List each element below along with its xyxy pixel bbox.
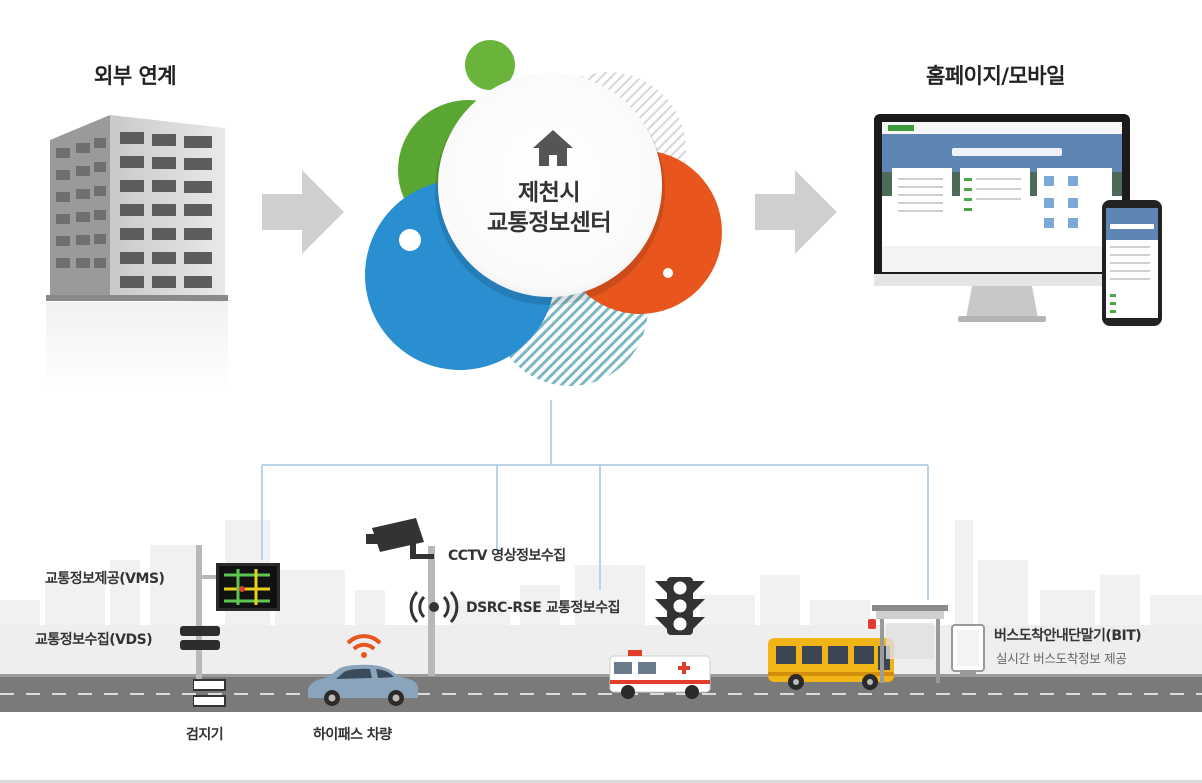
- bus-stop-icon: [868, 605, 948, 683]
- home-icon: [533, 130, 573, 166]
- phone-icon: [1102, 200, 1162, 326]
- center-cluster: [365, 40, 722, 386]
- road-lane-line: [0, 693, 1202, 695]
- car-icon: [308, 664, 419, 706]
- web-mobile-title: 홈페이지/모바일: [926, 64, 1065, 88]
- road-edge: [0, 674, 1202, 677]
- center-title: 제천시 교통정보센터: [440, 178, 658, 238]
- arrow-icon: [262, 170, 344, 254]
- bit-title-label: 버스도착안내단말기(BIT): [994, 628, 1142, 644]
- cctv-camera-icon: [366, 518, 434, 559]
- bit-terminal-icon: [951, 624, 985, 677]
- dsrc-label: DSRC-RSE 교통정보수집: [466, 600, 620, 616]
- detector-label: 검지기: [186, 727, 224, 743]
- wifi-icon: [346, 634, 382, 658]
- hipass-label: 하이패스 차량: [313, 727, 392, 743]
- building-icon: [46, 115, 228, 392]
- center-title-line1: 제천시: [518, 180, 580, 206]
- cctv-label: CCTV 영상정보수집: [448, 548, 566, 564]
- vds-sensor-icon: [180, 626, 220, 650]
- ambulance-icon: [609, 650, 711, 699]
- external-link-title: 외부 연계: [94, 64, 177, 88]
- arrow-icon: [755, 170, 837, 254]
- traffic-light-icon: [655, 577, 705, 635]
- bottom-divider: [0, 780, 1202, 783]
- signal-icon: [409, 590, 459, 624]
- vms-label: 교통정보제공(VMS): [45, 571, 165, 587]
- bit-sub-label: 실시간 버스도착정보 제공: [996, 651, 1127, 666]
- vms-sign-icon: [196, 545, 280, 685]
- monitor-icon: [874, 114, 1130, 322]
- vds-label: 교통정보수집(VDS): [35, 632, 153, 648]
- bus-icon: [768, 638, 894, 690]
- center-title-line2: 교통정보센터: [487, 210, 611, 236]
- detector-icon: [193, 679, 226, 707]
